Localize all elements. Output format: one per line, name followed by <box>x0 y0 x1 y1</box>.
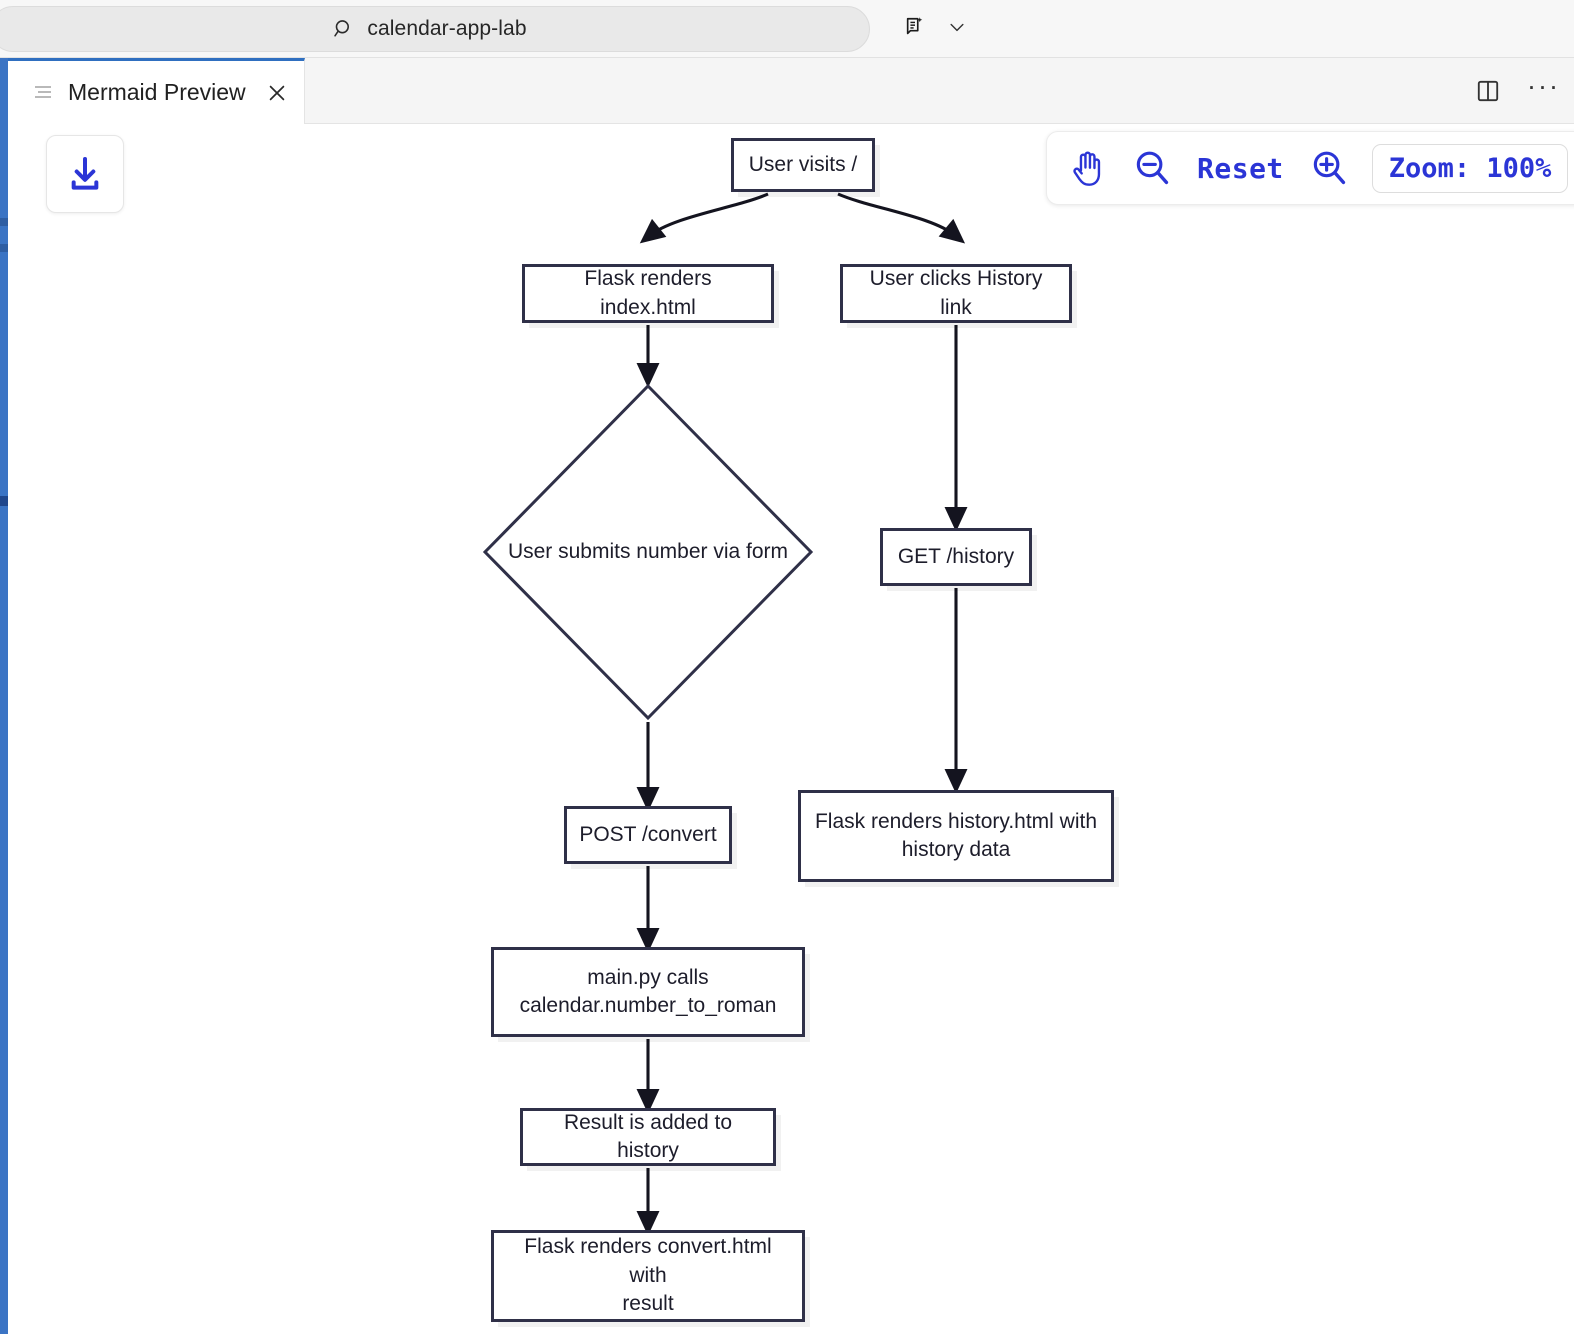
flow-node-flask-renders-index[interactable]: Flask renders index.html <box>522 264 774 323</box>
tab-strip: Mermaid Preview ··· <box>8 58 1574 124</box>
rail-marker-3 <box>0 496 8 506</box>
node-label: Flask renders convert.html with result <box>504 1233 792 1318</box>
flow-node-result-added-history[interactable]: Result is added to history <box>520 1108 776 1166</box>
more-actions-icon[interactable]: ··· <box>1527 70 1560 101</box>
node-label-line: Flask renders convert.html with <box>524 1235 772 1287</box>
zoom-out-icon <box>1136 151 1169 185</box>
rail-marker-2 <box>0 244 8 252</box>
flow-node-flask-renders-history[interactable]: Flask renders history.html with history … <box>798 790 1114 882</box>
node-label-line: main.py calls <box>587 965 709 989</box>
zoom-in-button[interactable] <box>1308 147 1350 189</box>
flowchart-edges <box>636 192 968 1236</box>
tab-label: Mermaid Preview <box>68 79 246 105</box>
node-label: User submits number via form <box>507 539 789 563</box>
node-label-line: result <box>622 1292 674 1316</box>
flow-node-flask-renders-convert[interactable]: Flask renders convert.html with result <box>491 1230 805 1322</box>
diamond-shape <box>482 383 814 721</box>
split-editor-icon[interactable] <box>1475 78 1501 104</box>
node-label: Flask renders index.html <box>584 267 712 319</box>
browser-top-bar: calendar-app-lab <box>0 0 1574 58</box>
pan-button[interactable] <box>1067 147 1109 189</box>
node-label: User visits / <box>748 152 858 176</box>
search-icon <box>334 20 350 37</box>
node-label: POST /convert <box>579 822 717 846</box>
download-button[interactable] <box>46 135 124 213</box>
rail-marker-1 <box>0 218 8 226</box>
flow-node-main-py-calls[interactable]: main.py calls calendar.number_to_roman <box>491 947 805 1037</box>
node-label-line: calendar.number_to_roman <box>519 994 777 1017</box>
tab-strip-actions: ··· <box>1475 58 1560 124</box>
flow-node-post-convert[interactable]: POST /convert <box>564 806 732 864</box>
note-sparkle-icon[interactable] <box>898 10 932 44</box>
flow-node-user-visits[interactable]: User visits / <box>731 138 875 192</box>
reset-button[interactable]: Reset <box>1197 151 1284 185</box>
flow-node-user-clicks-history[interactable]: User clicks History link <box>840 264 1072 323</box>
search-value: calendar-app-lab <box>367 17 527 40</box>
mermaid-preview-canvas[interactable]: Reset Zoom: 100% <box>8 124 1574 1334</box>
node-label: Result is added to history <box>563 1110 733 1162</box>
tab-mermaid-preview[interactable]: Mermaid Preview <box>8 58 305 124</box>
node-label: GET /history <box>897 544 1015 568</box>
chevron-down-icon[interactable] <box>940 10 974 44</box>
node-label: main.py calls calendar.number_to_roman <box>520 964 777 1021</box>
zoom-level-display[interactable]: Zoom: 100% <box>1371 143 1569 193</box>
zoom-out-button[interactable] <box>1131 147 1173 189</box>
search-bar[interactable]: calendar-app-lab <box>0 6 870 52</box>
node-label: Flask renders history.html with history … <box>815 808 1097 865</box>
zoom-toolbar: Reset Zoom: 100% <box>1046 131 1574 205</box>
close-icon[interactable] <box>266 82 288 104</box>
flow-node-get-history[interactable]: GET /history <box>880 528 1032 586</box>
header-actions <box>898 10 974 44</box>
node-label-line: history data <box>901 838 1011 861</box>
node-label-line: Flask renders history.html with <box>814 809 1098 833</box>
zoom-in-icon <box>1313 151 1345 185</box>
hand-pan-icon <box>1073 151 1101 186</box>
flow-node-user-submits-number[interactable]: User submits number via form <box>481 382 815 722</box>
list-lines-icon <box>35 85 51 98</box>
flowchart: User visits / Flask renders index.html U… <box>8 124 1574 1334</box>
node-label: User clicks History link <box>869 267 1043 319</box>
download-icon <box>71 157 99 190</box>
left-activity-rail[interactable] <box>0 58 8 1334</box>
